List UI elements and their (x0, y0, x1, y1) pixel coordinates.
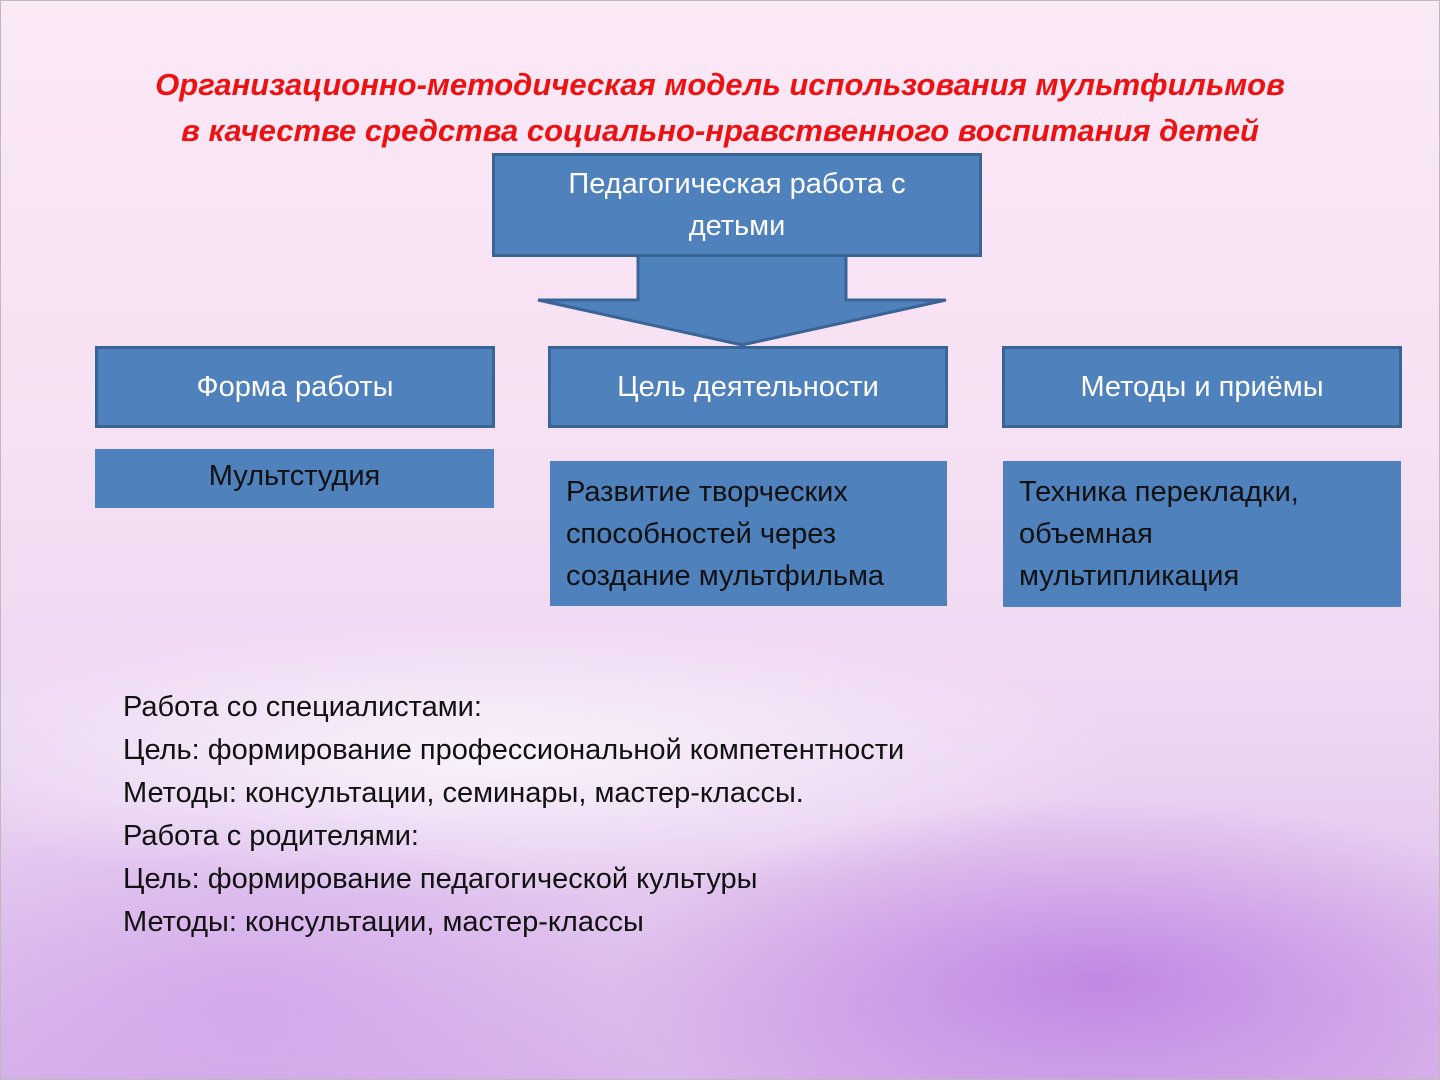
title-line-1: Организационно-методическая модель испол… (155, 67, 1285, 102)
header-goal: Цель деятельности (548, 346, 948, 428)
header-form: Форма работы (95, 346, 495, 428)
top-box: Педагогическая работа с детьми (492, 153, 982, 257)
slide-title: Организационно-методическая модель испол… (0, 62, 1440, 154)
note-line: Цель: формирование профессиональной комп… (123, 734, 905, 766)
note-line: Методы: консультации, семинары, мастер-к… (123, 777, 804, 809)
note-line: Работа с родителями: (123, 820, 419, 852)
content-form: Мультстудия (95, 449, 494, 508)
note-line: Методы: консультации, мастер-классы (123, 906, 644, 938)
content-goal: Развитие творческих способностей через с… (550, 461, 947, 606)
title-line-2: в качестве средства социально-нравственн… (181, 113, 1259, 148)
note-line: Работа со специалистами: (123, 691, 482, 723)
content-methods: Техника перекладки, объемная мультиплика… (1003, 461, 1401, 607)
note-line: Цель: формирование педагогической культу… (123, 863, 758, 895)
header-methods: Методы и приёмы (1002, 346, 1402, 428)
notes: Работа со специалистами: Цель: формирова… (123, 686, 904, 944)
